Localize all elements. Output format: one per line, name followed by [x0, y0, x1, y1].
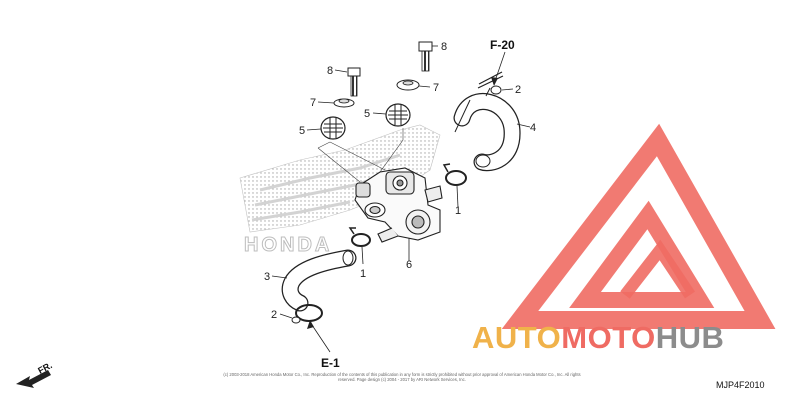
- diagram-code: MJP4F2010: [716, 380, 765, 390]
- bolt-left: [347, 67, 361, 97]
- watermark-auto: AUTO: [472, 320, 561, 355]
- automotohub-logo-mark: [501, 123, 776, 329]
- callout-8-left: 8: [327, 65, 333, 77]
- bolt-right: [418, 41, 433, 72]
- fr-label: FR.: [36, 360, 53, 376]
- grommet-right: [385, 103, 411, 127]
- callout-2-lower: 2: [271, 309, 277, 321]
- collar-right: [396, 79, 420, 91]
- callout-1-upper: 1: [455, 205, 461, 217]
- air-injection-valve: [354, 167, 443, 243]
- callout-4: 4: [530, 122, 536, 134]
- arrow-e1: [307, 320, 314, 329]
- watermark-moto: MOTO: [561, 320, 655, 355]
- clamp-upper: [477, 71, 504, 97]
- front-direction-arrow: FR.: [16, 360, 54, 388]
- callout-7-right: 7: [433, 82, 439, 94]
- honda-logo-text: HONDA: [244, 234, 332, 256]
- reference-f20: F-20: [490, 38, 515, 52]
- clip-upper: [442, 163, 467, 186]
- arrow-f20: [491, 77, 498, 86]
- clip-lower: [348, 227, 371, 247]
- leader-lines: [317, 128, 404, 183]
- callout-2-upper: 2: [515, 84, 521, 96]
- callout-8-right: 8: [441, 41, 447, 53]
- watermark-text: AUTOMOTOHUB: [472, 320, 724, 355]
- watermark-hub: HUB: [656, 320, 725, 355]
- clamp-lower: [291, 304, 323, 324]
- callout-6: 6: [406, 259, 412, 271]
- hose-upper: [453, 93, 521, 172]
- collar-left: [333, 98, 355, 108]
- callout-5-right: 5: [364, 108, 370, 120]
- hose-lower: [281, 249, 357, 312]
- callout-3: 3: [264, 271, 270, 283]
- reference-e1: E-1: [321, 356, 340, 370]
- copyright-notice: (c) 2003-2018 American Honda Motor Co., …: [223, 372, 581, 382]
- callout-5-left: 5: [299, 125, 305, 137]
- grommet-left: [320, 116, 346, 140]
- callout-1-lower: 1: [360, 268, 366, 280]
- callout-7-left: 7: [310, 97, 316, 109]
